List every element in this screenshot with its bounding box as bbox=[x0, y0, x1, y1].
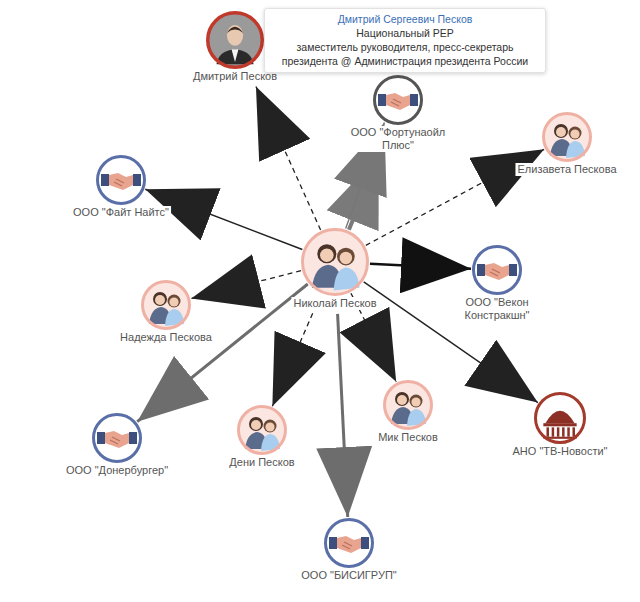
node-label: ООО "Файт Найтс" bbox=[71, 206, 171, 219]
person-node: Дени Песков bbox=[237, 405, 287, 455]
node-circle bbox=[206, 11, 264, 69]
node-label: Надежда Пескова bbox=[118, 331, 214, 344]
company-node: ООО "Фортунаойл Плюс" bbox=[373, 75, 423, 125]
node-label: ООО "Фортунаойл Плюс" bbox=[340, 126, 456, 152]
node-circle bbox=[542, 112, 592, 162]
person-node: Елизавета Пескова bbox=[542, 112, 592, 162]
relation-arrow bbox=[145, 189, 302, 249]
relation-arrow bbox=[137, 284, 308, 422]
node-circle bbox=[301, 228, 369, 296]
node-circle bbox=[237, 405, 287, 455]
info-line: заместитель руководителя, пресс-секретар… bbox=[273, 40, 537, 68]
person-node: Дмитрий Песков bbox=[206, 11, 264, 69]
node-circle bbox=[383, 380, 433, 430]
node-label: Дени Песков bbox=[227, 456, 296, 469]
node-label: Елизавета Пескова bbox=[515, 163, 618, 176]
person-node: Мик Песков bbox=[383, 380, 433, 430]
node-label: Николай Песков bbox=[291, 297, 378, 310]
relation-arrow bbox=[349, 156, 379, 230]
node-label: ООО "Донербургер" bbox=[64, 464, 170, 477]
person-node: Надежда Пескова bbox=[141, 280, 191, 330]
node-circle bbox=[534, 392, 586, 444]
node-circle bbox=[472, 245, 522, 295]
info-line: Национальный PEP bbox=[273, 26, 537, 40]
relation-arrow bbox=[338, 314, 348, 517]
company-node: ООО "Векон Констракшн" bbox=[472, 245, 522, 295]
relation-arrow bbox=[256, 87, 321, 231]
relation-arrow bbox=[370, 264, 471, 269]
node-label: Мик Песков bbox=[376, 431, 440, 444]
node-circle bbox=[92, 413, 142, 463]
company-node: АНО "ТВ-Новости" bbox=[534, 392, 586, 444]
person-node: Николай Песков bbox=[301, 228, 369, 296]
info-tooltip: Дмитрий Сергеевич ПесковНациональный PEP… bbox=[264, 8, 546, 73]
node-circle bbox=[373, 75, 423, 125]
node-circle bbox=[96, 155, 146, 205]
node-circle bbox=[141, 280, 191, 330]
person-name: Дмитрий Сергеевич Песков bbox=[273, 12, 537, 26]
node-label: ООО "БИСИГРУП" bbox=[299, 569, 398, 582]
node-circle bbox=[324, 518, 374, 568]
company-node: ООО "Файт Найтс" bbox=[96, 155, 146, 205]
relation-arrow bbox=[191, 271, 301, 299]
node-label: АНО "ТВ-Новости" bbox=[510, 445, 609, 458]
company-node: ООО "БИСИГРУП" bbox=[324, 518, 374, 568]
relation-arrow bbox=[272, 313, 312, 406]
company-node: ООО "Донербургер" bbox=[92, 413, 142, 463]
node-label: ООО "Векон Констракшн" bbox=[439, 296, 555, 322]
